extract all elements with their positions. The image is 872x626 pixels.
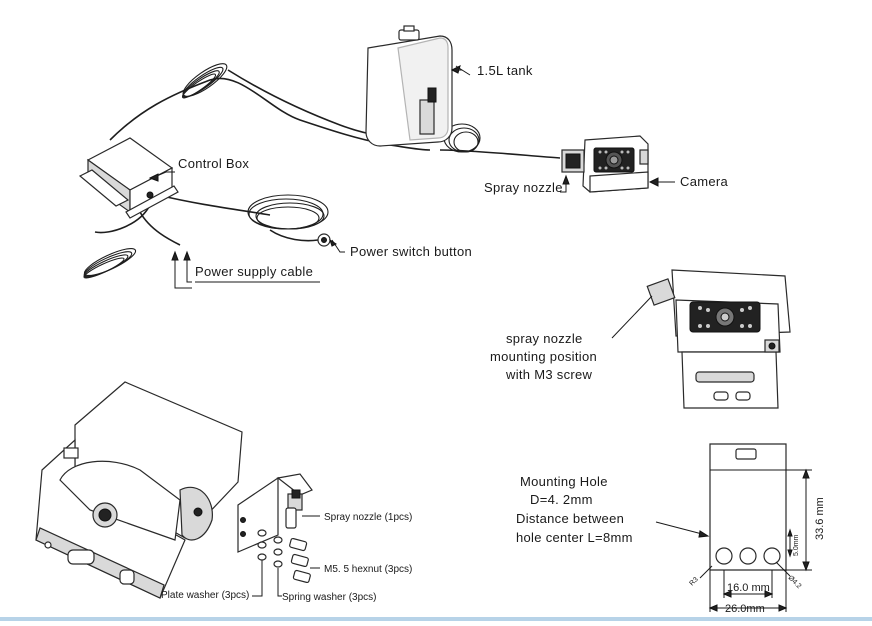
label-power-cable: Power supply cable (195, 264, 313, 279)
dim-diameter: Ø4.2 (787, 574, 803, 590)
label-kit-hexnut: M5. 5 hexnut (3pcs) (324, 564, 412, 575)
dim-height: 33.6 mm (814, 497, 826, 540)
cable-coil-top (181, 63, 228, 99)
label-mounting-hole-3: Distance between (516, 511, 624, 526)
kit-washers (257, 529, 283, 568)
label-mount-pos-1: spray nozzle (506, 331, 583, 346)
label-kit-spring-washer: Spring washer (3pcs) (282, 592, 376, 603)
cable-coil-bottom (83, 248, 137, 279)
camera-kit-view (35, 381, 243, 599)
label-power-switch: Power switch button (350, 244, 472, 259)
label-kit-nozzle: Spray nozzle (1pcs) (324, 512, 412, 523)
label-control-box: Control Box (178, 156, 249, 171)
label-mounting-hole-2: D=4. 2mm (530, 492, 593, 507)
label-mounting-hole-1: Mounting Hole (520, 474, 608, 489)
label-mount-pos-2: mounting position (490, 349, 597, 364)
label-camera: Camera (680, 174, 729, 189)
kit-spray-nozzle (285, 489, 303, 529)
control-box (78, 137, 179, 219)
mounting-plate-drawing (655, 443, 812, 612)
label-kit-plate-washer: Plate washer (3pcs) (161, 590, 249, 601)
dim-offset: 5.0mm (793, 534, 800, 556)
label-mount-pos-3: with M3 screw (505, 367, 593, 382)
dim-width: 26.0mm (725, 603, 765, 615)
system-assembly: 1.5L tank Control Box Spray nozzle Camer… (78, 25, 729, 289)
spray-nozzle (561, 149, 585, 173)
dim-hole-spacing: 16.0 mm (727, 582, 770, 594)
label-spray-nozzle: Spray nozzle (484, 180, 563, 195)
label-mounting-hole-4: hole center L=8mm (516, 530, 633, 545)
dim-radius: R3 (688, 576, 699, 587)
bottom-accent-rule (0, 617, 872, 621)
tank (365, 25, 453, 147)
camera-mount-view (611, 269, 791, 409)
kit-bracket (237, 473, 313, 553)
camera (582, 135, 649, 193)
power-switch-button (317, 233, 331, 247)
kit-hexnuts (289, 537, 311, 584)
label-tank: 1.5L tank (477, 63, 533, 78)
cable-coil-switch (247, 194, 329, 242)
